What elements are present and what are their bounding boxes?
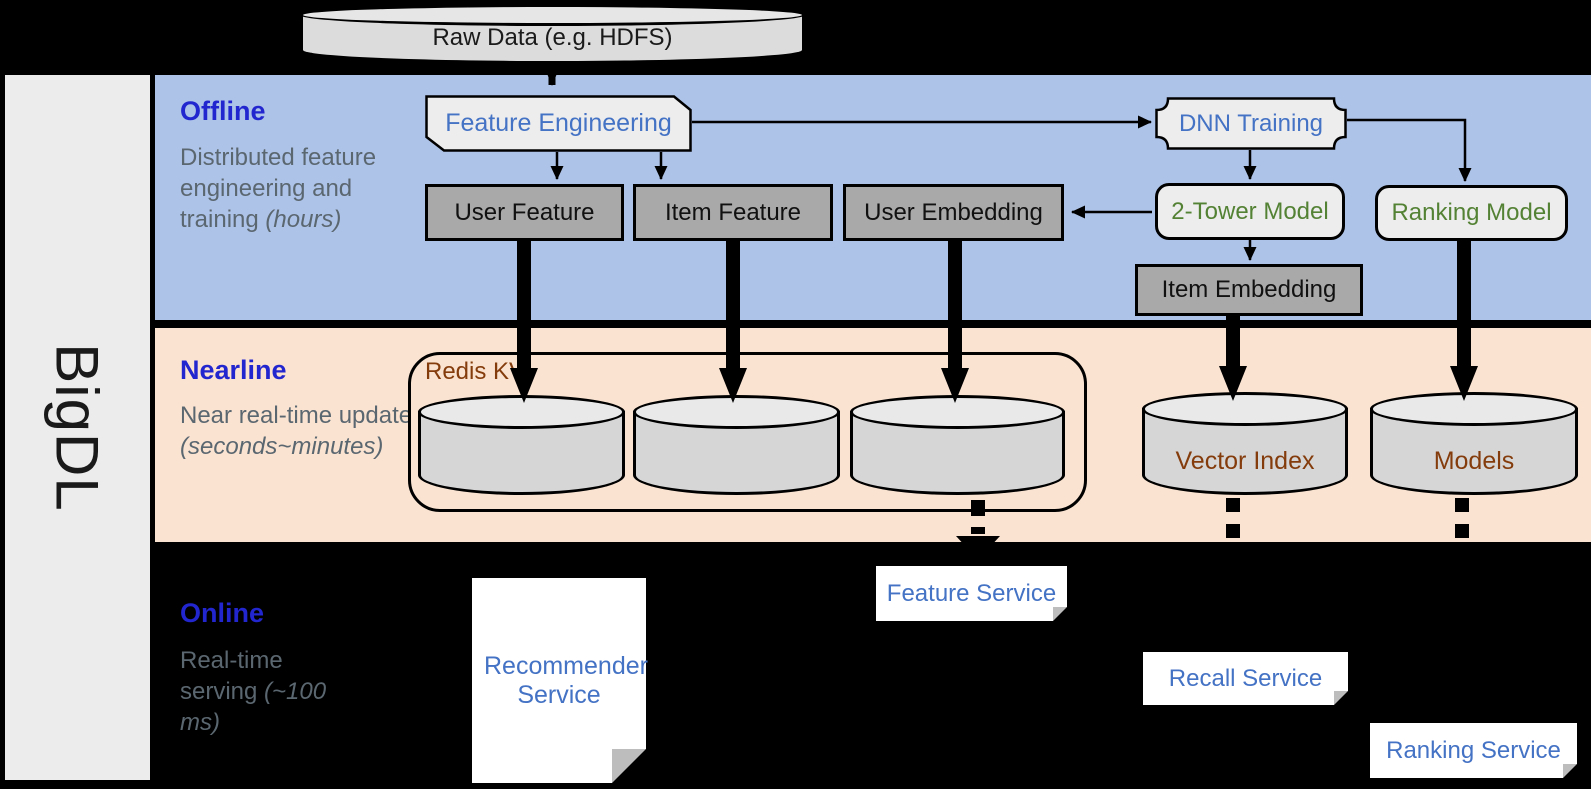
ranking-model-label: Ranking Model xyxy=(1391,199,1552,226)
folded-corner-icon xyxy=(612,749,646,783)
dnn-training-node: DNN Training xyxy=(1155,97,1347,150)
kv-store-cylinder-1 xyxy=(418,395,625,495)
ranking-service-label: Ranking Service xyxy=(1386,736,1561,764)
two-tower-model-node: 2-Tower Model xyxy=(1155,183,1345,240)
cylinder-top xyxy=(1142,392,1348,426)
offline-description: Distributed feature engineering and trai… xyxy=(180,142,395,235)
recommender-service-label: Recommender Service xyxy=(484,651,648,709)
two-tower-model-label: 2-Tower Model xyxy=(1171,197,1329,225)
cylinder-body xyxy=(633,411,840,495)
plaque-shape xyxy=(1155,97,1347,150)
models-store: Models xyxy=(1370,392,1578,495)
recall-service-node: Recall Service xyxy=(1143,652,1348,705)
offline-desc-duration: (hours) xyxy=(265,206,342,233)
kv-store-cylinder-2 xyxy=(633,395,840,495)
dnn-training-label: DNN Training xyxy=(1178,109,1324,137)
nearline-desc-duration: (seconds~minutes) xyxy=(180,433,384,460)
bigdl-sidebar: BigDL xyxy=(5,75,150,780)
item-feature-node: Item Feature xyxy=(633,184,833,241)
item-feature-label: Item Feature xyxy=(664,198,802,226)
ranking-model-node: Ranking Model xyxy=(1375,185,1568,241)
user-feature-label: User Feature xyxy=(454,198,595,226)
raw-data-store: Raw Data (e.g. HDFS) xyxy=(300,4,805,64)
cylinder-top xyxy=(1370,392,1578,426)
offline-title: Offline xyxy=(180,96,266,126)
online-description: Real-time serving (~100 ms) xyxy=(180,645,330,738)
redis-kv-container xyxy=(408,352,1087,512)
raw-data-cylinder-top xyxy=(300,4,805,26)
feature-engineering-label: Feature Engineering xyxy=(445,109,672,137)
feature-service-node: Feature Service xyxy=(876,566,1067,621)
item-embedding-label: Item Embedding xyxy=(1161,276,1337,303)
vector-index-store: Vector Index xyxy=(1142,392,1348,495)
recall-service-label: Recall Service xyxy=(1168,664,1323,692)
item-embedding-node: Item Embedding xyxy=(1135,264,1363,316)
cylinder-top xyxy=(418,395,625,429)
feature-engineering-node: Feature Engineering xyxy=(425,95,692,152)
nearline-desc-text: Near real-time update xyxy=(180,402,413,429)
bigdl-logo-text: BigDL xyxy=(44,343,112,512)
user-embedding-node: User Embedding xyxy=(843,184,1064,241)
nearline-title: Nearline xyxy=(180,355,287,385)
online-band xyxy=(155,542,1591,789)
online-title: Online xyxy=(180,598,265,628)
kv-store-cylinder-3 xyxy=(850,395,1065,495)
feature-service-label: Feature Service xyxy=(886,579,1057,607)
user-feature-node: User Feature xyxy=(425,184,624,241)
ranking-service-node: Ranking Service xyxy=(1370,723,1577,778)
vector-index-label: Vector Index xyxy=(1175,447,1315,475)
folded-corner-icon xyxy=(1334,691,1348,705)
recommender-service-node: Recommender Service xyxy=(472,578,648,783)
folded-corner-icon xyxy=(1563,764,1577,778)
online-desc-duration: (~100 ms) xyxy=(180,678,327,736)
redis-kv-label: Redis KV xyxy=(425,358,526,385)
raw-data-label: Raw Data (e.g. HDFS) xyxy=(432,24,673,51)
cylinder-top xyxy=(633,395,840,429)
cylinder-top xyxy=(850,395,1065,429)
offline-desc-text: Distributed feature engineering and trai… xyxy=(180,144,377,233)
user-embedding-label: User Embedding xyxy=(864,198,1043,226)
online-desc-text: Real-time serving xyxy=(180,647,283,705)
snip-corner-shape xyxy=(425,95,692,152)
nearline-description: Near real-time update (seconds~minutes) xyxy=(180,400,415,462)
models-label: Models xyxy=(1433,447,1515,475)
folded-corner-icon xyxy=(1053,607,1067,621)
